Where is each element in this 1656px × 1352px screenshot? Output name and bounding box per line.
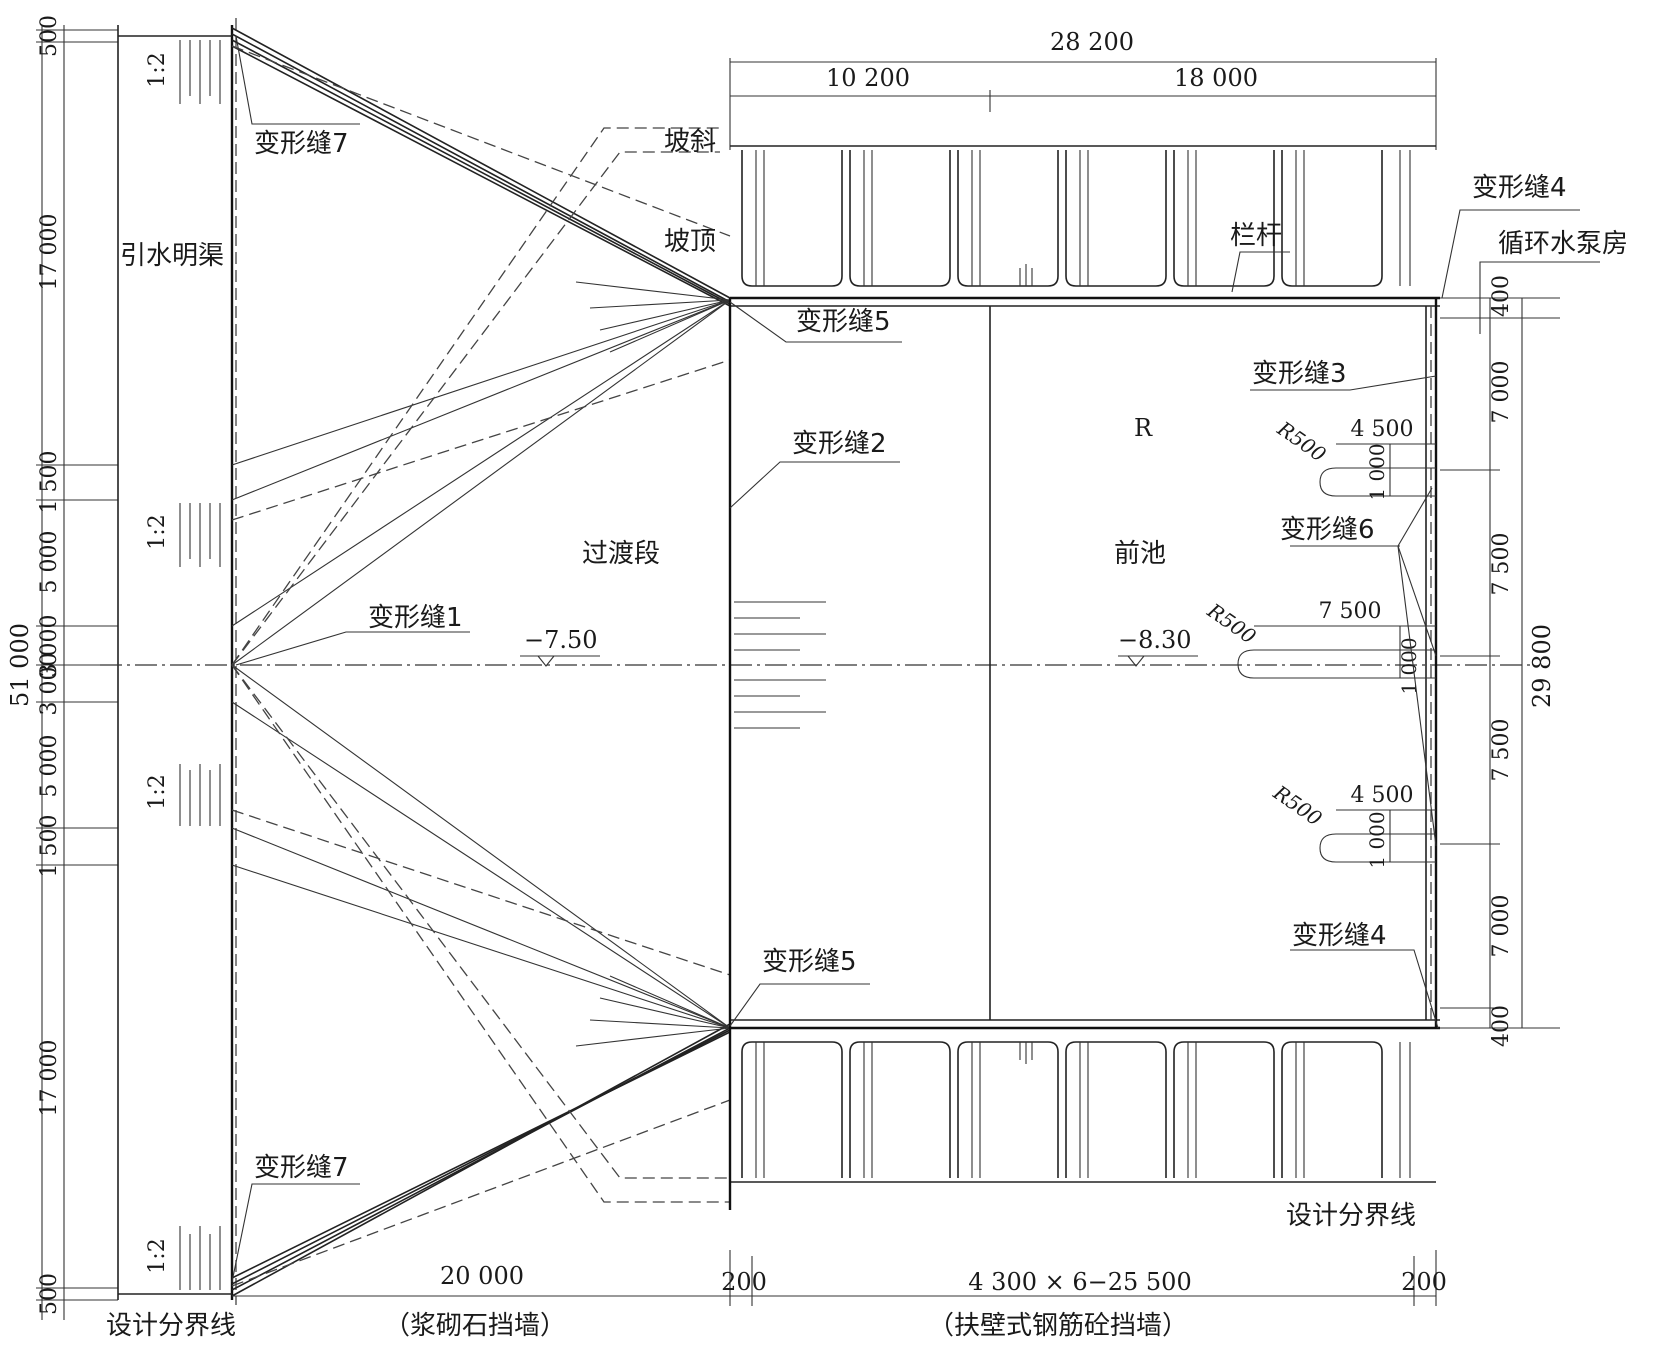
joint1-label: 变形缝1 [368,603,463,633]
joint3-label: 变形缝3 [1252,359,1347,389]
dim-20000: 20 000 [440,1262,524,1290]
left-dim-segment: 1 500 [37,451,62,514]
right-dim-segment: 7 000 [1489,895,1514,958]
channel-label: 引水明渠 [120,241,224,271]
forebay: 28 200 10 200 18 000 [232,28,1447,1306]
pump-house-label: 循环水泵房 [1498,229,1628,259]
slope-bottom-label: 坡斜 [664,127,716,157]
joint4-top-label: 变形缝4 [1472,173,1567,203]
elevation-label: −7.50 [524,626,598,654]
elevation-label: −8.30 [1118,626,1192,654]
slope-top-label: 坡顶 [664,227,716,257]
transition-section: 过渡段 [231,27,826,1297]
buttress-wall-label: （扶壁式钢筋砼挡墙） [928,1311,1188,1341]
elevation-marks: −7.50 −8.30 [520,626,1198,667]
left-dim-segment: 500 [37,1273,62,1315]
design-boundary-right-label: 设计分界线 [1286,1201,1416,1231]
diversion-channel: 1:2 1:2 1:2 1:2 引水明渠 [117,18,237,1305]
transition-label: 过渡段 [582,539,660,569]
design-boundary-left-label: 设计分界线 [106,1311,236,1341]
inlet-width: 4 500 [1351,783,1414,808]
dim-bays: 4 300 × 6−25 500 [968,1268,1191,1296]
right-dim-segment: 400 [1489,1005,1514,1047]
inlet-width: 7 500 [1319,599,1382,624]
slope-hatch [179,40,221,1290]
slope-ratio-label: 1:2 [145,774,170,809]
left-dim-segment: 1 500 [37,815,62,878]
inlet-height: 1 000 [1397,637,1421,694]
right-dim-segment: 400 [1489,275,1514,317]
right-dim-segment: 7 000 [1489,361,1514,424]
radius-label: R500 [1268,780,1326,831]
inlet-width: 4 500 [1351,417,1414,442]
buttress-bays-bottom [741,1041,1411,1178]
railing-label: 栏杆 [1230,221,1282,251]
left-dim-segment: 5 000 [37,735,62,798]
left-dim-segment: 500 [37,15,62,57]
joint7-top-label: 变形缝7 [254,129,349,159]
left-dim-segment: 17 000 [37,214,62,291]
joint5-top-label: 变形缝5 [796,307,891,337]
dim-top-total: 28 200 [1050,28,1134,56]
slope-ratio-label: 1:2 [145,1238,170,1273]
slope-ratio-label: 1:2 [145,52,170,87]
right-dim-segment: 7 500 [1489,719,1514,782]
joint2-label: 变形缝2 [792,429,887,459]
right-dimension-chain: 400 7 000 7 500 7 500 7 000 400 29 800 [1440,275,1560,1047]
radius-label: R500 [1202,598,1260,649]
radius-label: R500 [1272,416,1330,467]
intake-openings: 4 500 7 500 4 500 1 000 1 000 1 000 R500… [1202,416,1436,869]
left-dim-total: 51 000 [6,623,34,707]
joint6-label: 变形缝6 [1280,515,1375,545]
dim-top-left: 10 200 [826,64,910,92]
callouts: 变形缝7 变形缝7 变形缝1 坡斜 坡顶 变形缝5 变形缝2 变形缝5 栏杆 变… [106,35,1628,1341]
r-mark: R [1134,414,1153,442]
dim-top-right: 18 000 [1174,64,1258,92]
slope-ratio-label: 1:2 [145,514,170,549]
dim-200-left: 200 [721,1268,767,1296]
dim-200-right: 200 [1401,1268,1447,1296]
forebay-label: 前池 [1114,539,1166,569]
buttress-bays-top [741,150,1411,287]
left-dim-segment: 3 000 [37,653,62,716]
slope-hatch [734,601,826,729]
right-dim-segment: 7 500 [1489,533,1514,596]
right-dim-total: 29 800 [1528,624,1556,708]
inlet-height: 1 000 [1365,443,1389,500]
joint7-bottom-label: 变形缝7 [254,1153,349,1183]
left-dim-segment: 17 000 [37,1040,62,1117]
left-dim-segment: 5 000 [37,531,62,594]
joint5-bottom-label: 变形缝5 [762,947,857,977]
left-dimension-chain: 51 000 500 17 000 1 500 5 000 3 000 3 00… [6,15,118,1320]
masonry-wall-label: （浆砌石挡墙） [384,1311,566,1341]
left-dim-segment: 3 000 [37,615,62,678]
joint4-bottom-label: 变形缝4 [1292,921,1387,951]
inlet-height: 1 000 [1365,811,1389,868]
